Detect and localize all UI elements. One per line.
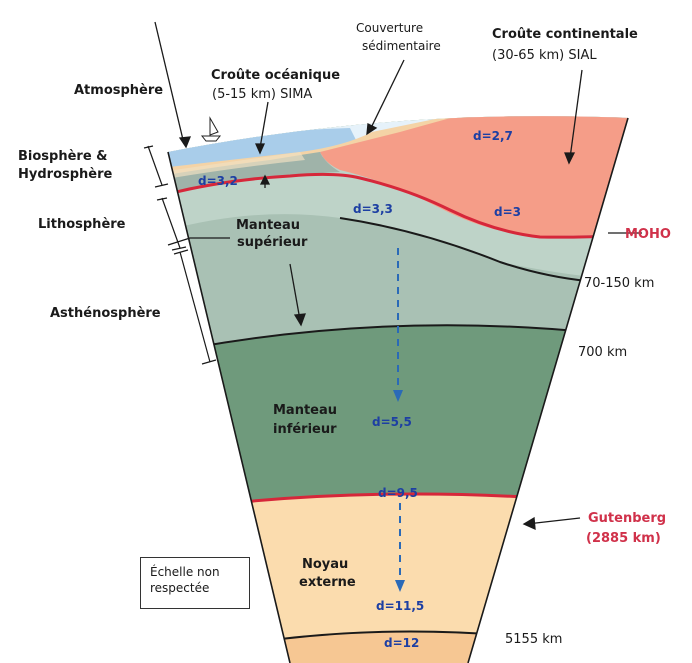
density-lower-mantle: d=5,5	[372, 415, 412, 429]
density-continental-top: d=2,7	[473, 129, 513, 143]
label-croute-oceanique-depth: (5-15 km) SIMA	[212, 87, 312, 102]
label-lithosphere: Lithosphère	[38, 217, 126, 232]
label-biosphere: Biosphère &	[18, 149, 108, 164]
label-manteau-inferieur-1: Manteau	[273, 403, 337, 418]
label-croute-continentale-depth: (30-65 km) SIAL	[492, 48, 597, 63]
label-depth-5155: 5155 km	[505, 632, 562, 647]
label-moho: MOHO	[625, 227, 671, 242]
inner-core-layer	[150, 632, 692, 663]
scale-note-line2: respectée	[150, 580, 249, 596]
density-upper-mantle: d=3,3	[353, 202, 393, 216]
label-atmosphere: Atmosphère	[74, 83, 163, 98]
label-noyau: Noyau	[302, 557, 348, 572]
label-gutenberg-depth: (2885 km)	[586, 531, 661, 546]
label-depth-70-150: 70-150 km	[584, 276, 654, 291]
label-manteau-superieur-2: supérieur	[237, 235, 308, 250]
label-asthenosphere: Asthénosphère	[50, 306, 161, 321]
density-inner-core: d=12	[384, 636, 419, 650]
label-manteau-inferieur-2: inférieur	[273, 422, 337, 437]
density-outer-core: d=11,5	[376, 599, 424, 613]
label-manteau-superieur-1: Manteau	[236, 218, 300, 233]
density-continental-root: d=3	[494, 205, 521, 219]
density-lower-mantle-base: d=9,5	[378, 486, 418, 500]
label-croute-continentale: Croûte continentale	[492, 27, 638, 42]
boat-icon	[202, 118, 220, 141]
label-gutenberg: Gutenberg	[588, 511, 666, 526]
label-hydrosphere: Hydrosphère	[18, 167, 113, 182]
scale-note-box: Échelle non respectée	[140, 557, 250, 609]
density-oceanic: d=3,2	[198, 174, 238, 188]
label-sedimentaire: sédimentaire	[362, 39, 441, 53]
label-depth-700: 700 km	[578, 345, 627, 360]
label-couverture: Couverture	[356, 21, 423, 35]
scale-note-line1: Échelle non	[150, 564, 249, 580]
label-croute-oceanique: Croûte océanique	[211, 68, 340, 83]
label-externe: externe	[299, 575, 356, 590]
